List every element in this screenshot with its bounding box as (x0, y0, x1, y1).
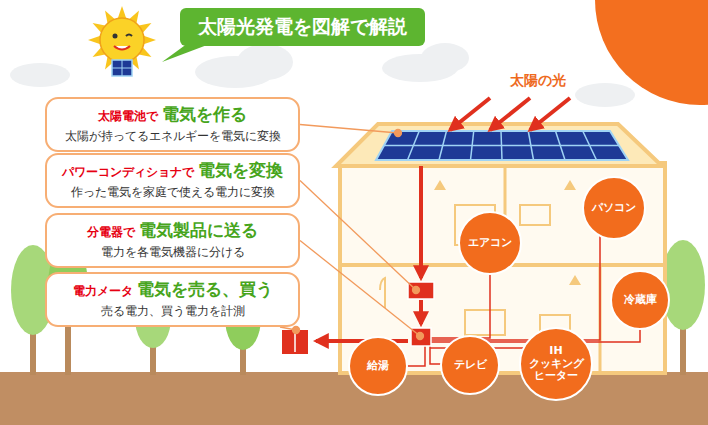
appliance-name: エアコン (468, 237, 512, 250)
part-name: 分電器で (87, 225, 135, 239)
panel-grid (384, 131, 619, 160)
solar-panel (376, 131, 628, 160)
callout-box: 分電器で電気製品に送る電力を各電気機器に分ける (45, 213, 300, 268)
callout-box: 太陽電池で電気を作る太陽が持ってるエネルギーを電気に変換 (45, 97, 300, 152)
sunlight-label: 太陽の光 (510, 72, 566, 90)
part-name: 太陽電池で (98, 109, 158, 123)
appliance-circle: パソコン (582, 176, 646, 240)
house (336, 124, 665, 373)
description: 電力を各電気機器に分ける (59, 244, 286, 261)
appliance-name: 給湯 (367, 360, 389, 373)
appliance-circle: 冷蔵庫 (610, 270, 670, 330)
function-heading: 電気製品に送る (139, 220, 258, 240)
appliance-name: IH クッキング ヒーター (529, 345, 583, 383)
appliance-name: 冷蔵庫 (624, 294, 657, 307)
sun (595, 0, 708, 105)
callout-box: パワーコンディショナで電気を変換作った電気を家庭で使える電力に変換 (45, 153, 300, 208)
callout-box: 電力メータ電気を売る、買う売る電力、買う電力を計測 (45, 272, 300, 327)
description: 売る電力、買う電力を計測 (59, 303, 286, 320)
description: 太陽が持ってるエネルギーを電気に変換 (59, 128, 286, 145)
part-name: 電力メータ (73, 284, 133, 298)
appliance-circle: IH クッキング ヒーター (519, 327, 593, 401)
title-banner: 太陽光発電を図解で解説 (180, 8, 425, 46)
function-heading: 電気を作る (162, 104, 247, 124)
power-arrow (316, 166, 421, 341)
appliance-circle: テレビ (440, 335, 500, 395)
mascot (88, 6, 156, 76)
power-conditioner (408, 282, 434, 299)
description: 作った電気を家庭で使える電力に変換 (59, 184, 286, 201)
function-heading: 電気を変換 (198, 160, 283, 180)
function-heading: 電気を売る、買う (137, 279, 273, 299)
appliance-circle: エアコン (458, 211, 522, 275)
part-name: パワーコンディショナで (62, 165, 194, 179)
leader-line (280, 125, 424, 340)
appliance-circle: 給湯 (348, 336, 408, 396)
appliance-name: テレビ (454, 359, 487, 372)
appliance-name: パソコン (592, 202, 636, 215)
sunlight-arrow (450, 98, 570, 130)
